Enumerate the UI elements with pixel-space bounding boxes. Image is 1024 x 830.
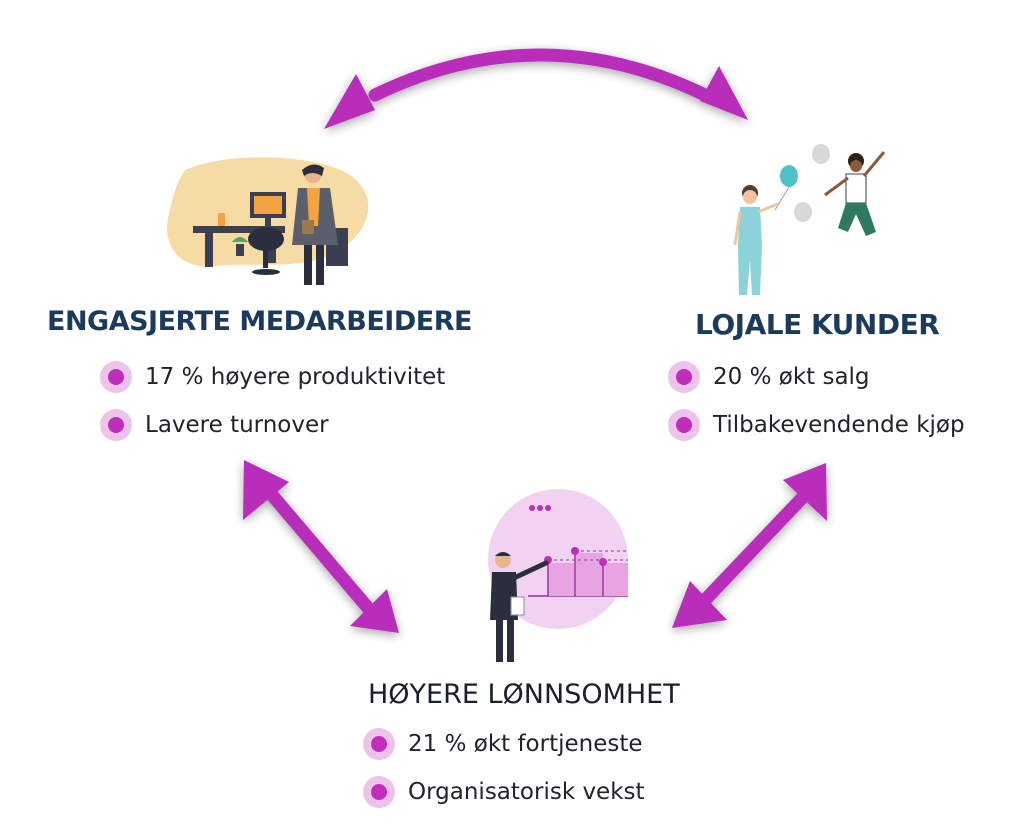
bullet-icon: [363, 776, 395, 808]
list-item: Tilbakevendende kjøp: [668, 401, 965, 449]
office-worker-icon: [167, 157, 369, 285]
list-item: 20 % økt salg: [668, 353, 965, 401]
point-label: 17 % høyere produktivitet: [145, 364, 446, 390]
presenter-chart-icon: [488, 489, 628, 662]
list-item: Organisatorisk vekst: [363, 768, 645, 816]
edge-loyal-profitability-arrow: [672, 463, 827, 628]
bullet-icon: [100, 409, 132, 441]
celebrating-customers-icon: [733, 144, 886, 295]
node-points-profitability: 21 % økt fortjeneste Organisatorisk veks…: [363, 720, 645, 816]
point-label: Lavere turnover: [145, 412, 329, 438]
list-item: 17 % høyere produktivitet: [100, 353, 445, 401]
edge-engaged-loyal-arrow: [324, 48, 748, 129]
point-label: Tilbakevendende kjøp: [713, 412, 965, 438]
edge-engaged-profitability-arrow: [243, 460, 399, 633]
point-label: 21 % økt fortjeneste: [408, 731, 643, 757]
node-title-profitability: HØYERE LØNNSOMHET: [368, 679, 680, 710]
bullet-icon: [668, 361, 700, 393]
node-points-engaged-employees: 17 % høyere produktivitet Lavere turnove…: [100, 353, 445, 449]
node-points-loyal-customers: 20 % økt salg Tilbakevendende kjøp: [668, 353, 965, 449]
point-label: Organisatorisk vekst: [408, 779, 645, 805]
bullet-icon: [100, 361, 132, 393]
list-item: 21 % økt fortjeneste: [363, 720, 645, 768]
node-title-loyal-customers: LOJALE KUNDER: [695, 308, 940, 341]
bullet-icon: [668, 409, 700, 441]
point-label: 20 % økt salg: [713, 364, 870, 390]
bullet-icon: [363, 728, 395, 760]
list-item: Lavere turnover: [100, 401, 445, 449]
node-title-engaged-employees: ENGASJERTE MEDARBEIDERE: [47, 306, 472, 337]
